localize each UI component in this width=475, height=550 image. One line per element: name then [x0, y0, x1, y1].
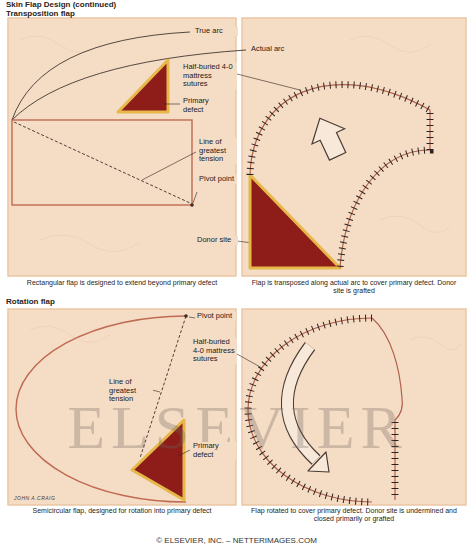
section-heading: Rotation flap [6, 297, 55, 306]
rectangular-flap [12, 120, 192, 205]
part-label: Actual arc [250, 45, 302, 54]
texture-line [410, 337, 460, 350]
part-label: Line of greatest tension [198, 138, 237, 164]
texture-line [40, 235, 140, 252]
leader-line [189, 317, 195, 318]
part-label: Primary defect [182, 97, 228, 114]
artist-signature: JOHN A.CRAIG [14, 496, 55, 502]
part-label: Donor site [196, 236, 238, 245]
part-label: Primary defect [192, 442, 236, 459]
part-label: Half-buried 4-0 mattress sutures [192, 338, 237, 364]
part-label: True arc [194, 27, 238, 36]
part-label: Line of greatest tension [108, 378, 153, 404]
panel-caption: Flap is transposed along actual arc to c… [246, 279, 462, 295]
panel-caption: Semicircular flap, designed for rotation… [12, 507, 232, 515]
primary-defect [118, 60, 168, 112]
true-arc [12, 32, 190, 120]
arrow-shape [304, 111, 354, 164]
panel-caption: Flap rotated to cover primary defect. Do… [246, 507, 462, 523]
watermark: ELSEVIER [20, 392, 455, 463]
actual-arc [12, 50, 246, 120]
texture-line [380, 216, 450, 233]
skin-texture [20, 36, 460, 350]
pivot-point-dot [190, 203, 194, 207]
leader-line [164, 104, 180, 105]
skin-panel [242, 18, 466, 276]
copyright-caption: © ELSEVIER, INC. – NETTERIMAGES.COM [0, 536, 474, 545]
texture-line [350, 36, 430, 53]
section-heading: Transposition flap [6, 9, 75, 18]
leader-line [237, 74, 300, 90]
transposed-flap-outline [250, 85, 430, 268]
part-label: Half-buried 4-0 mattress sutures [182, 63, 237, 89]
leader-line [142, 152, 196, 180]
leader-line [237, 354, 262, 368]
texture-line [20, 36, 100, 53]
direction-arrow [304, 111, 354, 164]
texture-line [30, 326, 110, 343]
leader-line [193, 192, 197, 203]
diagram-title: Skin Flap Design (continued) [6, 0, 116, 9]
part-label: Pivot point [198, 175, 237, 184]
suture-stitches [250, 85, 430, 268]
panel-caption: Rectangular flap is designed to extend b… [12, 279, 232, 287]
pivot-point-dot [184, 314, 188, 318]
leader-line [152, 390, 160, 392]
part-label: Pivot point [196, 312, 236, 321]
donor-site [250, 175, 340, 268]
tension-line [14, 122, 190, 203]
